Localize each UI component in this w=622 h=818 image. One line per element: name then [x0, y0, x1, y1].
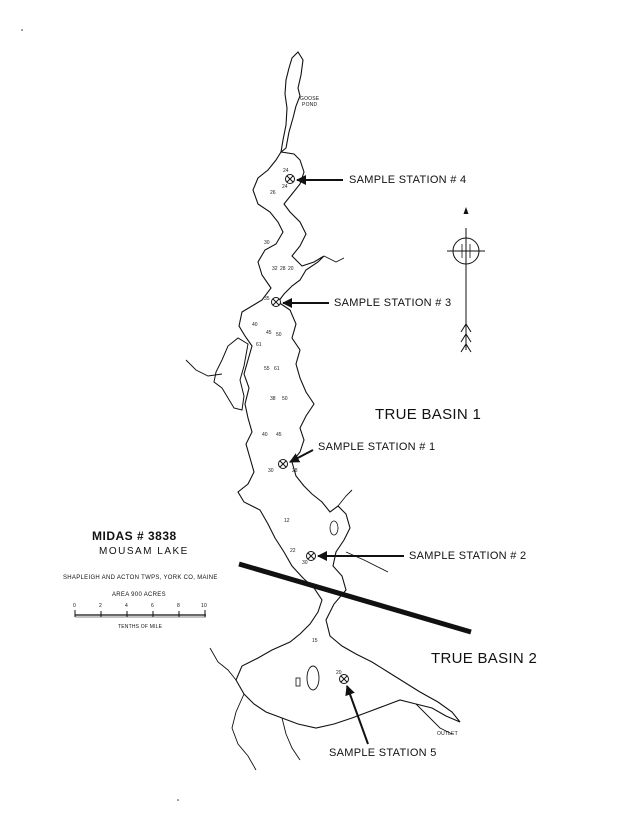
- depth-sounding: 61: [274, 366, 280, 372]
- scale-tick-label: 2: [99, 603, 102, 609]
- east-creek: [345, 551, 389, 573]
- station-1-arrow: [289, 449, 314, 463]
- towns-label: SHAPLEIGH AND ACTON TWPS, YORK CO, MAINE: [63, 575, 218, 581]
- station-4-marker: [285, 174, 295, 184]
- depth-sounding: 50: [276, 332, 282, 338]
- scale-tick-label: 4: [125, 603, 128, 609]
- depth-sounding: 26: [270, 190, 276, 196]
- depth-sounding: 30: [268, 468, 274, 474]
- area-label: AREA 900 ACRES: [112, 592, 166, 598]
- depth-sounding: 28: [292, 468, 298, 474]
- midas-title: MIDAS # 3838: [92, 529, 177, 543]
- depth-sounding: 35: [264, 296, 270, 302]
- depth-sounding: 22: [290, 548, 296, 554]
- scale-unit-label: TENTHS OF MILE: [118, 624, 163, 630]
- southwest-channel: [231, 693, 257, 771]
- island-south: [306, 665, 320, 691]
- depth-sounding: 12: [284, 518, 290, 524]
- depth-sounding: 30: [264, 240, 270, 246]
- depth-sounding: 40: [252, 322, 258, 328]
- station-3-label: SAMPLE STATION # 3: [334, 297, 452, 309]
- stray-dot: [21, 29, 23, 31]
- station-1-marker: [278, 459, 288, 469]
- depth-sounding: 55: [264, 366, 270, 372]
- inlet-stream-west: [185, 359, 223, 377]
- true-basin-1-label: TRUE BASIN 1: [375, 406, 482, 423]
- island-small: [295, 677, 301, 687]
- west-bay-shoreline: [213, 337, 249, 411]
- station-5-arrow: [345, 685, 369, 745]
- scale-bar: [74, 610, 206, 618]
- goose-pond-label: GOOSE POND: [300, 96, 320, 108]
- scale-tick-label: 8: [177, 603, 180, 609]
- depth-sounding: 30: [302, 560, 308, 566]
- stray-dot: [177, 799, 179, 801]
- scale-tick-label: 6: [151, 603, 154, 609]
- scale-tick-label: 0: [73, 603, 76, 609]
- lake-shoreline: [235, 151, 461, 729]
- scale-tick-label: 10: [201, 603, 207, 609]
- depth-sounding: 61: [256, 342, 262, 348]
- depth-sounding: 15: [312, 638, 318, 644]
- station-3-marker: [271, 297, 281, 307]
- island-east-cove: [329, 520, 339, 536]
- station-5-label: SAMPLE STATION 5: [329, 747, 437, 759]
- depth-sounding: 45: [266, 330, 272, 336]
- south-channel: [281, 717, 301, 761]
- east-cove-stream: [337, 489, 353, 507]
- station-4-label: SAMPLE STATION # 4: [349, 174, 467, 186]
- depth-sounding: 40: [262, 432, 268, 438]
- outlet-stream: [415, 703, 453, 735]
- true-basin-2-label: TRUE BASIN 2: [431, 650, 538, 667]
- depth-sounding: 50: [282, 396, 288, 402]
- depth-sounding: 20: [336, 670, 342, 676]
- depth-sounding: 45: [276, 432, 282, 438]
- station-2-marker: [306, 551, 316, 561]
- station-5-marker: [339, 674, 349, 684]
- depth-sounding: 38: [270, 396, 276, 402]
- north-arrow-icon: [447, 207, 485, 353]
- basin-divider-line: [238, 561, 472, 635]
- station-2-label: SAMPLE STATION # 2: [409, 550, 527, 562]
- southwest-inlet: [209, 647, 237, 681]
- depth-sounding: 24: [282, 184, 288, 190]
- inlet-stream-east: [323, 255, 345, 263]
- outlet-label: OUTLET: [437, 731, 458, 737]
- depth-sounding: 24: [283, 168, 289, 174]
- depth-sounding: 28: [280, 266, 286, 272]
- depth-sounding: 20: [288, 266, 294, 272]
- goose-pond-shoreline: [280, 51, 304, 154]
- depth-sounding: 32: [272, 266, 278, 272]
- station-1-label: SAMPLE STATION # 1: [318, 441, 436, 453]
- lake-name: MOUSAM LAKE: [99, 546, 189, 557]
